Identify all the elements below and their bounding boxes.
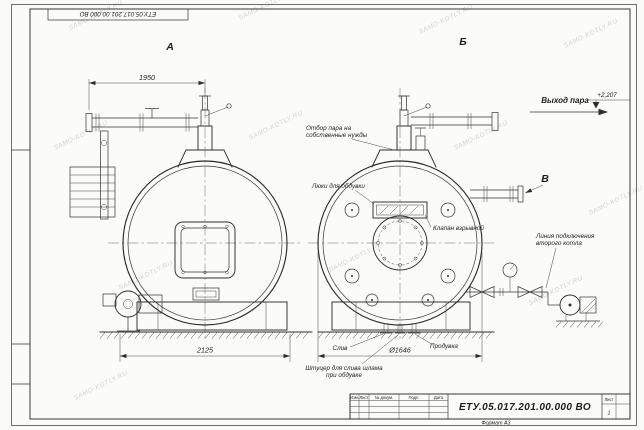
dimension-diameter: Ø1646: [317, 252, 483, 362]
steam-out-annotation: Выход пара +2,207: [530, 92, 630, 116]
dim-diameter-label: Ø1646: [388, 346, 411, 355]
watermark-text: SAMO-KOTLY.RU: [563, 18, 619, 50]
side-nozzle: [470, 185, 524, 203]
sheet-label: Лист: [604, 397, 613, 402]
bottom-nozzles: [380, 323, 420, 334]
watermark-text: SAMO-KOTLY.RU: [418, 4, 474, 36]
watermark-text: SAMO-KOTLY.RU: [453, 120, 509, 152]
sludge-fitting-label-2: при обдувке: [326, 371, 362, 379]
col-list: Лист: [359, 395, 368, 400]
watermarks: SAMO-KOTLY.RU SAMO-KOTLY.RU SAMO-KOTLY.R…: [53, 0, 644, 402]
watermark-text: SAMO-KOTLY.RU: [528, 275, 584, 307]
steam-outlet-pipe: [411, 112, 499, 131]
view-a-label: А: [165, 41, 174, 53]
watermark-text: SAMO-KOTLY.RU: [328, 242, 384, 274]
furnace-door: [174, 221, 236, 301]
explosion-valve-label: Клапан взрывной: [433, 224, 484, 232]
soot-hatch: [372, 201, 428, 219]
manhole: [372, 215, 428, 271]
watermark-text: SAMO-KOTLY.RU: [248, 110, 304, 142]
piping-schematic: Линия подключения второго котла: [466, 232, 604, 328]
col-data: Дата: [434, 395, 444, 400]
dim-1950-label: 1950: [139, 73, 155, 82]
watermark-text: SAMO-KOTLY.RU: [238, 0, 294, 22]
watermark-text: SAMO-KOTLY.RU: [588, 185, 644, 217]
view-v-label: В: [541, 173, 549, 185]
ground-hatch-front: [99, 332, 309, 339]
rotated-doc-number: ЕТУ.05.017.201.00.000 ВО: [80, 10, 157, 17]
sheet-number: 1: [608, 411, 611, 417]
dim-2125-label: 2125: [196, 346, 214, 355]
view-v-annotation: В: [525, 173, 549, 193]
safety-valve-assembly-rear: [371, 95, 437, 168]
callouts: Отбор пара на собственные нужды Люки для…: [305, 124, 484, 379]
steam-own-needs-label-2: собственные нужды: [306, 131, 368, 139]
watermark-text: SAMO-KOTLY.RU: [73, 370, 129, 402]
steam-out-label: Выход пара: [541, 96, 589, 105]
col-docnum: № докум.: [375, 395, 393, 400]
safety-valve-assembly-front: [177, 95, 233, 168]
boiler-rear-view: Ø1646 Б Отбор пара на собственные нужды …: [305, 36, 630, 379]
blowdown-label: Продувка: [430, 342, 458, 350]
col-podp: Подп.: [408, 395, 419, 400]
dimension-1950: 1950: [88, 73, 206, 110]
drain-label: Слив: [333, 345, 349, 352]
steam-header-pipe: [85, 108, 198, 132]
valve-symbol-2: [517, 285, 543, 299]
finned-economizer-block: [69, 166, 116, 218]
burner-assembly: [102, 290, 163, 332]
col-izm: Изм.: [350, 395, 359, 400]
elevation-label: +2,207: [597, 92, 617, 99]
ground-hatch-rear: [317, 332, 492, 339]
soot-hatches-label: Люки для обдувки: [311, 182, 365, 190]
valve-symbol: [469, 285, 495, 299]
format-note: Формат А3: [482, 421, 511, 427]
hand-holes: [344, 202, 456, 307]
rotated-doc-stamp: ЕТУ.05.017.201.00.000 ВО: [47, 8, 189, 21]
feed-pump: [556, 294, 600, 322]
dimension-2125: 2125: [119, 334, 291, 362]
second-boiler-line-label: Линия подключения: [535, 232, 595, 240]
support-saddle-rear: [331, 301, 471, 331]
second-boiler-line-label-2: второго котла: [536, 240, 582, 247]
pressure-gauge: [502, 262, 518, 292]
sludge-fitting-label: Штуцер для слива шлама: [305, 364, 383, 372]
doc-number: ЕТУ.05.017.201.00.000 ВО: [459, 402, 591, 413]
title-block: Изм. Лист № докум. Подп. Дата ЕТУ.05.017…: [349, 393, 631, 420]
boiler-front-view: 1950 2125 А: [69, 41, 313, 362]
support-saddle-front: [136, 301, 288, 331]
steam-own-needs-label: Отбор пара на: [306, 124, 352, 132]
ground-hatch-pump: [555, 321, 604, 328]
view-b-label: Б: [459, 36, 467, 48]
sheet-frame: [11, 4, 637, 426]
